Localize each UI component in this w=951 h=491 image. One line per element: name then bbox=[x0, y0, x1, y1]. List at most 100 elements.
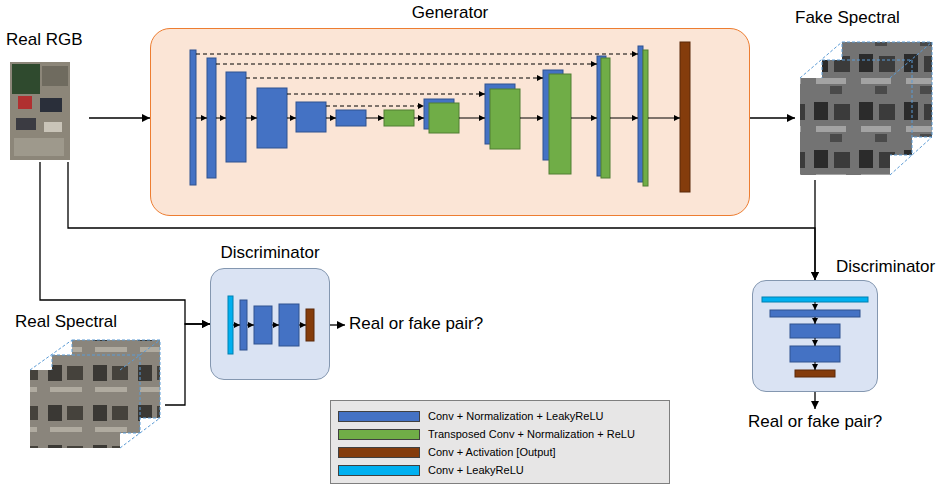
spectral-image bbox=[822, 60, 912, 155]
skip-connection bbox=[196, 54, 638, 55]
rgb-image bbox=[44, 122, 62, 132]
flow-arrow bbox=[414, 118, 424, 119]
encoder-block bbox=[190, 50, 196, 185]
flow-arrow bbox=[216, 118, 226, 119]
discriminator-layers bbox=[762, 297, 868, 377]
skip-connection bbox=[246, 78, 543, 79]
connector bbox=[68, 162, 815, 280]
output-label: Real or fake pair? bbox=[748, 412, 882, 432]
spectral-image bbox=[30, 370, 120, 448]
flow-arrow bbox=[459, 118, 485, 119]
image-node: Real RGB bbox=[6, 30, 89, 162]
spectral-image bbox=[52, 355, 140, 433]
rgb-image bbox=[14, 138, 64, 156]
skip-connection bbox=[326, 106, 424, 107]
image-label: Real Spectral bbox=[15, 312, 117, 332]
output-block bbox=[680, 42, 690, 192]
discriminator-layers bbox=[815, 302, 816, 310]
block-title: Discriminator bbox=[836, 257, 935, 277]
flow-arrow bbox=[326, 118, 336, 119]
decoder-block bbox=[384, 110, 414, 126]
encoder-block bbox=[638, 46, 643, 182]
flow-arrow bbox=[287, 118, 296, 119]
encoder-block bbox=[257, 88, 287, 148]
discriminator-box: Discriminator bbox=[210, 268, 330, 380]
flow-arrow bbox=[648, 118, 680, 119]
discriminator-layers bbox=[770, 310, 860, 317]
decoder-block bbox=[549, 74, 571, 174]
decoder-block bbox=[490, 89, 520, 149]
output-arrow bbox=[330, 324, 345, 325]
rgb-image bbox=[10, 62, 70, 160]
encoder-block bbox=[190, 46, 643, 185]
legend-row: Conv + Normalization + LeakyReLU bbox=[338, 407, 662, 425]
legend-row: Transposed Conv + Normalization + ReLU bbox=[338, 425, 662, 443]
connector bbox=[165, 324, 210, 405]
discriminator-layers bbox=[247, 325, 254, 326]
output-arrow bbox=[814, 392, 815, 409]
legend-swatch bbox=[338, 465, 420, 476]
legend-swatch bbox=[338, 429, 420, 440]
spectral-image bbox=[120, 340, 160, 370]
discriminator-layers bbox=[233, 325, 240, 326]
flow-arrow bbox=[571, 118, 597, 119]
legend-text: Transposed Conv + Normalization + ReLU bbox=[428, 427, 635, 441]
image-label: Fake Spectral bbox=[795, 8, 900, 28]
flow-arrow bbox=[366, 118, 384, 119]
legend-text: Conv + Normalization + LeakyReLU bbox=[428, 409, 603, 423]
encoder-block bbox=[597, 56, 606, 176]
image-label: Real RGB bbox=[6, 30, 83, 50]
encoder-block bbox=[543, 70, 563, 160]
decoder-block bbox=[643, 50, 648, 186]
flow-arrow bbox=[520, 118, 543, 119]
discriminator-layers bbox=[815, 362, 816, 370]
discriminator-layers bbox=[228, 296, 314, 354]
encoder-block bbox=[485, 84, 515, 144]
legend-text: Conv + LeakyReLU bbox=[428, 463, 524, 477]
skip-connection bbox=[216, 64, 597, 65]
connector bbox=[814, 180, 815, 280]
flow-arrow bbox=[246, 118, 257, 119]
connector bbox=[89, 117, 150, 118]
output-block bbox=[680, 42, 690, 192]
discriminator-layers bbox=[762, 297, 868, 302]
rgb-image bbox=[40, 98, 62, 112]
encoder-block bbox=[207, 58, 216, 178]
spectral-image bbox=[30, 340, 160, 448]
discriminator-box: Discriminator bbox=[752, 280, 878, 392]
spectral-image bbox=[890, 42, 932, 78]
discriminator-layers bbox=[815, 317, 816, 324]
legend-swatch bbox=[338, 411, 420, 422]
image-node: Real Spectral bbox=[15, 312, 165, 450]
spectral-image bbox=[800, 42, 932, 175]
output-label: Real or fake pair? bbox=[349, 314, 483, 334]
rgb-image bbox=[18, 96, 32, 109]
flow-arrow bbox=[196, 118, 207, 119]
spectral-image bbox=[800, 78, 890, 175]
legend-row: Conv + LeakyReLU bbox=[338, 461, 662, 479]
encoder-block bbox=[424, 99, 454, 129]
flow-arrow bbox=[196, 118, 680, 119]
output-arrow bbox=[330, 325, 815, 409]
rgb-image bbox=[16, 118, 36, 130]
block-title: Generator bbox=[412, 3, 489, 23]
legend-row: Conv + Activation [Output] bbox=[338, 443, 662, 461]
discriminator-layers bbox=[306, 309, 314, 341]
decoder-block bbox=[601, 58, 610, 178]
spectral-image bbox=[800, 42, 842, 78]
encoder-block bbox=[296, 102, 326, 132]
encoder-block bbox=[226, 72, 246, 162]
spectral-image bbox=[890, 137, 932, 175]
decoder-block bbox=[384, 50, 648, 186]
spectral-image bbox=[842, 42, 932, 137]
spectral-image bbox=[30, 340, 72, 370]
discriminator-layers bbox=[272, 325, 279, 326]
rgb-image bbox=[12, 64, 40, 94]
rgb-image bbox=[10, 62, 70, 160]
spectral-image bbox=[72, 340, 160, 418]
discriminator-layers bbox=[254, 306, 272, 344]
skip-connection bbox=[287, 94, 485, 95]
discriminator-layers bbox=[795, 370, 835, 377]
skip-connection bbox=[196, 54, 638, 106]
